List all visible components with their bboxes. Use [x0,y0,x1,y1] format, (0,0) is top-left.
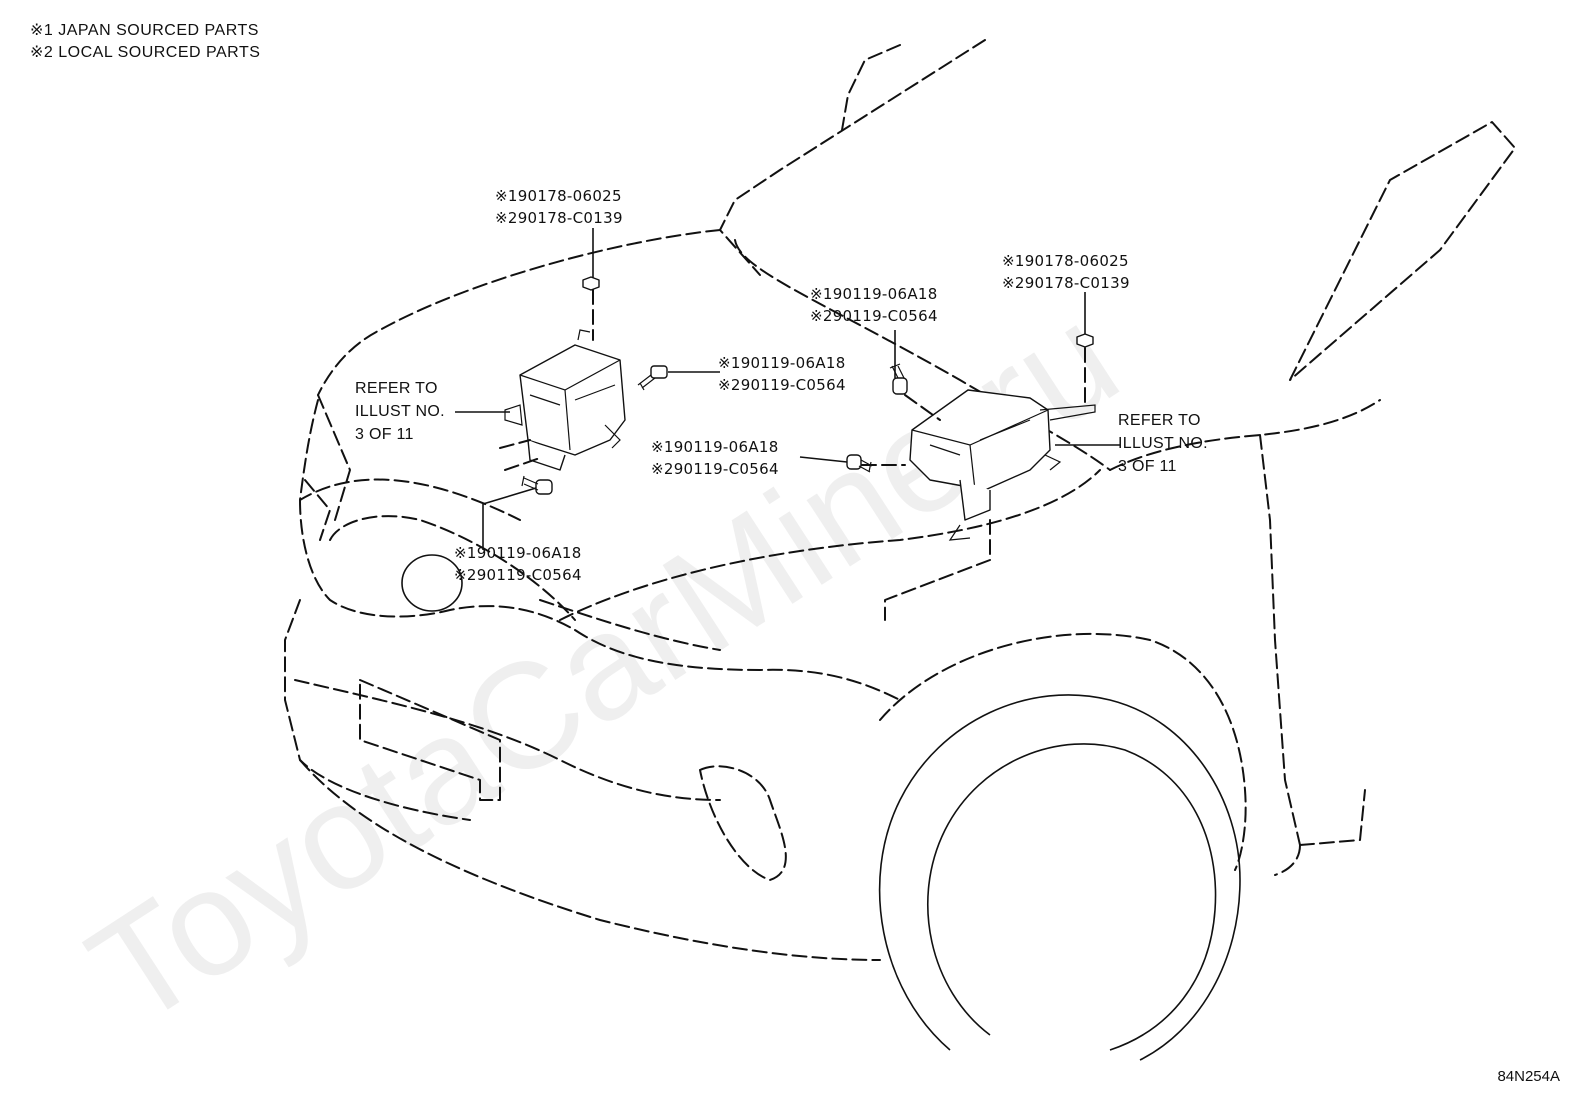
refer-line-3: 3 OF 11 [1118,458,1177,475]
refer-note-right: REFER TO ILLUST NO. 3 OF 11 [1118,409,1208,478]
front-tire [878,694,1241,1061]
refer-line-1: REFER TO [1118,412,1201,429]
nut-left-icon [582,276,600,291]
part-number-local: ※290178-C0139 [1002,274,1130,292]
legend-local: ※2 LOCAL SOURCED PARTS [30,44,261,61]
left-relay-block [504,329,626,471]
vehicle-outline [284,39,1516,961]
part-number-local: ※290119-C0564 [454,566,582,584]
part-number-japan: ※190119-06A18 [454,544,582,562]
refer-line-2: ILLUST NO. [1118,435,1208,452]
part-number-japan: ※190178-06025 [1002,252,1129,270]
bolt-left-lower-icon [521,475,553,495]
part-number-japan: ※190119-06A18 [718,354,846,372]
part-number-local: ※290178-C0139 [495,209,623,227]
part-number-japan: ※190119-06A18 [810,285,938,303]
callout-bolt-center-lower: ※190119-06A18 ※290119-C0564 [651,436,779,480]
leader-lines [455,228,1120,550]
refer-line-1: REFER TO [355,380,438,397]
callout-bolt-center-upper: ※190119-06A18 ※290119-C0564 [810,283,938,327]
callout-nut-left: ※190178-06025 ※290178-C0139 [495,185,623,229]
callout-nut-right: ※190178-06025 ※290178-C0139 [1002,250,1130,294]
callout-bolt-left-lower: ※190119-06A18 ※290119-C0564 [454,542,582,586]
refer-line-2: ILLUST NO. [355,403,445,420]
part-number-local: ※290119-C0564 [718,376,846,394]
legend-japan: ※1 JAPAN SOURCED PARTS [30,22,259,39]
callout-bolt-left-upper: ※190119-06A18 ※290119-C0564 [718,352,846,396]
nut-right-icon [1076,333,1094,348]
drawing-code: 84N254A [1497,1068,1560,1085]
bolt-center-upper-icon [889,363,908,395]
bolt-center-lower-icon [846,454,873,473]
part-number-japan: ※190178-06025 [495,187,622,205]
bolt-left-upper-icon [637,365,668,391]
part-number-local: ※290119-C0564 [810,307,938,325]
legend: ※1 JAPAN SOURCED PARTS ※2 LOCAL SOURCED … [30,20,260,64]
part-number-japan: ※190119-06A18 [651,438,779,456]
part-number-local: ※290119-C0564 [651,460,779,478]
refer-note-left: REFER TO ILLUST NO. 3 OF 11 [355,377,445,446]
right-fuse-box [909,389,1096,541]
refer-line-3: 3 OF 11 [355,426,414,443]
